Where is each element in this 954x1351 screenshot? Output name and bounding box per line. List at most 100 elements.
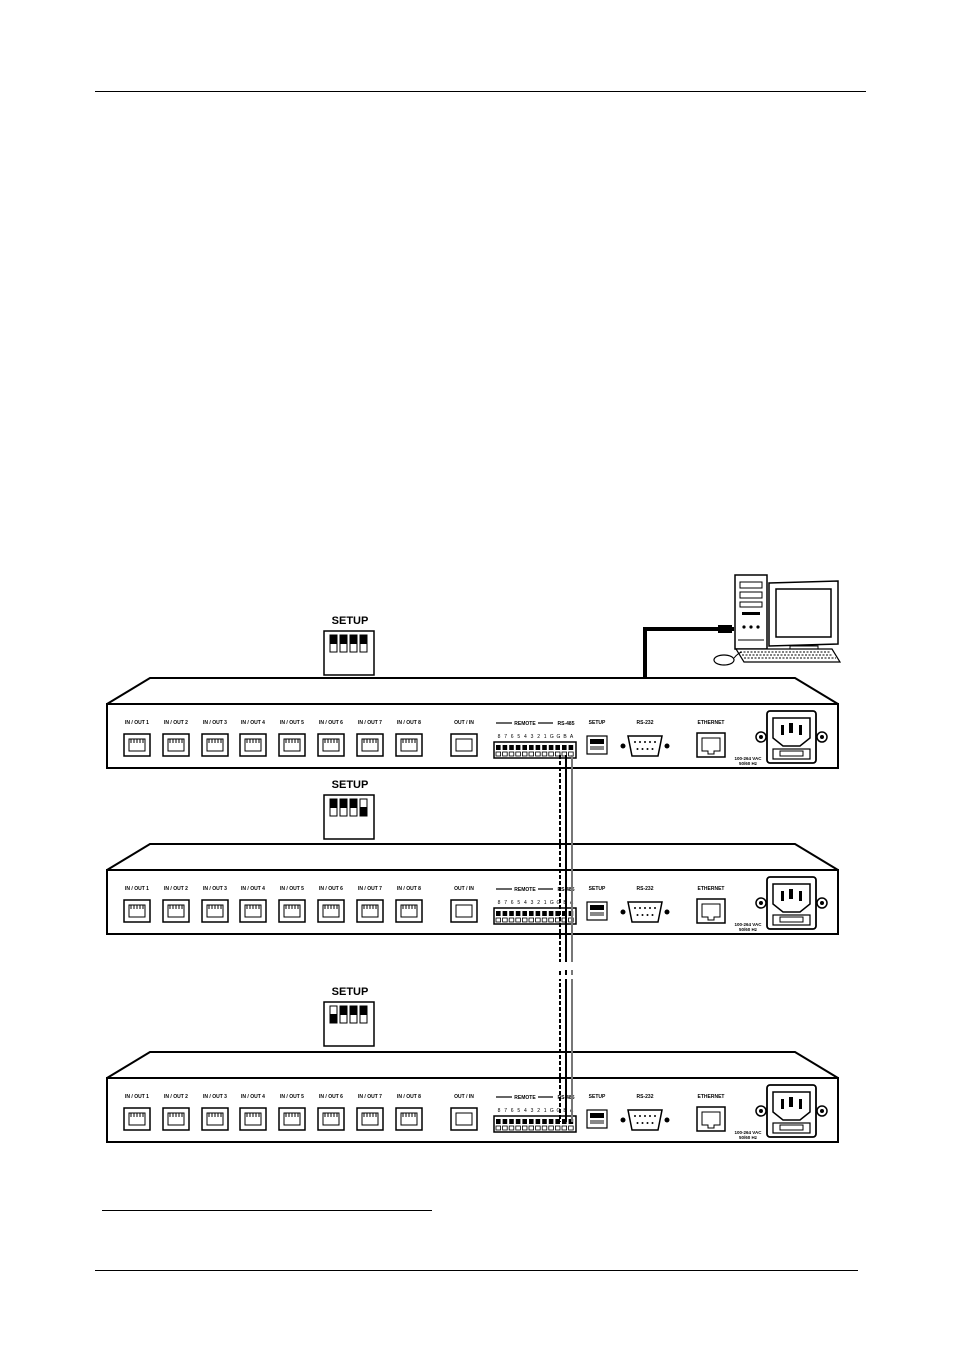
- port-label-2: IN / OUT 2: [164, 886, 188, 892]
- ethernet-jack-icon: [696, 1106, 726, 1132]
- port-label-1: IN / OUT 1: [125, 886, 149, 892]
- setup-switch-label: SETUP: [589, 1094, 606, 1100]
- port-label-7: IN / OUT 7: [358, 720, 382, 726]
- port-label-3: IN / OUT 3: [203, 1094, 227, 1100]
- terminal-pin-label: 7: [504, 900, 507, 906]
- dip-lever-off: [360, 807, 367, 816]
- setup-switch-icon: [586, 901, 608, 921]
- pc-keyboard-icon: [734, 648, 842, 663]
- setup-dip-inset-3: SETUP: [323, 986, 375, 1047]
- terminal-pin-label: 4: [524, 1108, 527, 1114]
- rj-jack-icon: [201, 1107, 229, 1131]
- rj-jack-icon: [239, 899, 267, 923]
- rj-jack-icon: [162, 733, 190, 757]
- db9-connector-icon: [620, 901, 670, 923]
- terminal-pin-label: 3: [531, 734, 534, 740]
- remote-label: REMOTE: [514, 721, 536, 727]
- port-label-6: IN / OUT 6: [319, 1094, 343, 1100]
- terminal-pin-label: G: [550, 1108, 554, 1114]
- setup-dip-inset-2: SETUP: [323, 779, 375, 840]
- port-label-1: IN / OUT 1: [125, 720, 149, 726]
- rj-jack-icon: [123, 899, 151, 923]
- port-label-8: IN / OUT 8: [397, 1094, 421, 1100]
- rj-jack-icon: [278, 733, 306, 757]
- terminal-pin-label: 8: [498, 900, 501, 906]
- rs232-label: RS-232: [637, 886, 654, 892]
- terminal-pin-label: G: [556, 1108, 560, 1114]
- setup-inset-title: SETUP: [332, 615, 369, 627]
- port-label-4: IN / OUT 4: [241, 886, 265, 892]
- rj-jack-icon: [278, 1107, 306, 1131]
- power-inlet-icon: [755, 710, 828, 764]
- port-label-7: IN / OUT 7: [358, 886, 382, 892]
- terminal-pin-label: 6: [511, 900, 514, 906]
- terminal-pin-label: 7: [504, 1108, 507, 1114]
- dip-lever-on: [330, 635, 337, 644]
- power-rating-line2: 50/60 Hz: [739, 1135, 758, 1140]
- ethernet-jack-icon: [696, 732, 726, 758]
- terminal-pin-label: 1: [544, 734, 547, 740]
- terminal-pin-label: G: [556, 900, 560, 906]
- out-in-label: OUT / IN: [454, 1094, 474, 1100]
- port-label-6: IN / OUT 6: [319, 720, 343, 726]
- port-label-6: IN / OUT 6: [319, 886, 343, 892]
- setup-dip-inset-1: SETUP: [323, 615, 375, 676]
- terminal-block: [493, 741, 577, 759]
- setup-switch-icon: [586, 735, 608, 755]
- rj-jack-icon: [162, 1107, 190, 1131]
- dip-lever-on: [340, 635, 347, 644]
- chassis-top: [106, 843, 839, 871]
- terminal-pin-label: 2: [537, 1108, 540, 1114]
- terminal-pin-label: 4: [524, 734, 527, 740]
- terminal-pin-label: 1: [544, 900, 547, 906]
- port-label-3: IN / OUT 3: [203, 886, 227, 892]
- terminal-pin-label: 1: [544, 1108, 547, 1114]
- power-rating-line1: 100-264 VAC: [735, 756, 763, 761]
- rj-jack-icon: [239, 1107, 267, 1131]
- rj-jack-icon: [123, 733, 151, 757]
- rj-jack-icon: [278, 899, 306, 923]
- dip-lever-off: [330, 1014, 337, 1023]
- header-rule: [95, 91, 866, 92]
- terminal-pin-label: G: [550, 734, 554, 740]
- footnote-rule: [102, 1210, 432, 1211]
- setup-switch-label: SETUP: [589, 720, 606, 726]
- rj-jack-icon: [201, 899, 229, 923]
- rs232-label: RS-232: [637, 720, 654, 726]
- dip-lever-on: [340, 799, 347, 808]
- terminal-block: [493, 1115, 577, 1133]
- terminal-pin-label: 8: [498, 734, 501, 740]
- rs232-label: RS-232: [637, 1094, 654, 1100]
- dip-lever-on: [360, 635, 367, 644]
- port-label-1: IN / OUT 1: [125, 1094, 149, 1100]
- ethernet-jack-icon: [696, 898, 726, 924]
- port-label-3: IN / OUT 3: [203, 720, 227, 726]
- port-label-5: IN / OUT 5: [280, 720, 304, 726]
- power-rating-line1: 100-264 VAC: [735, 922, 763, 927]
- port-label-5: IN / OUT 5: [280, 1094, 304, 1100]
- power-rating-line2: 50/60 Hz: [739, 761, 758, 766]
- terminal-pin-label: 5: [517, 1108, 520, 1114]
- rj-jack-icon: [450, 733, 478, 757]
- rj-jack-icon: [395, 899, 423, 923]
- port-label-2: IN / OUT 2: [164, 720, 188, 726]
- port-label-4: IN / OUT 4: [241, 1094, 265, 1100]
- port-label-8: IN / OUT 8: [397, 886, 421, 892]
- rear-panel-unit-2: IN / OUT 1 IN / OUT 2 IN / OUT 3 IN / OUT 4…: [106, 843, 839, 935]
- terminal-pin-label: 3: [531, 900, 534, 906]
- rj-jack-icon: [239, 733, 267, 757]
- power-inlet-icon: [755, 876, 828, 930]
- terminal-pin-label: 7: [504, 734, 507, 740]
- terminal-pin-label: 3: [531, 1108, 534, 1114]
- ethernet-label: ETHERNET: [698, 1094, 725, 1100]
- port-label-7: IN / OUT 7: [358, 1094, 382, 1100]
- rj-jack-icon: [356, 899, 384, 923]
- port-label-4: IN / OUT 4: [241, 720, 265, 726]
- pc-monitor-icon: [768, 580, 839, 652]
- rj-jack-icon: [162, 899, 190, 923]
- terminal-pin-label: 6: [511, 1108, 514, 1114]
- terminal-pin-label: 5: [517, 734, 520, 740]
- chassis-top: [106, 677, 839, 705]
